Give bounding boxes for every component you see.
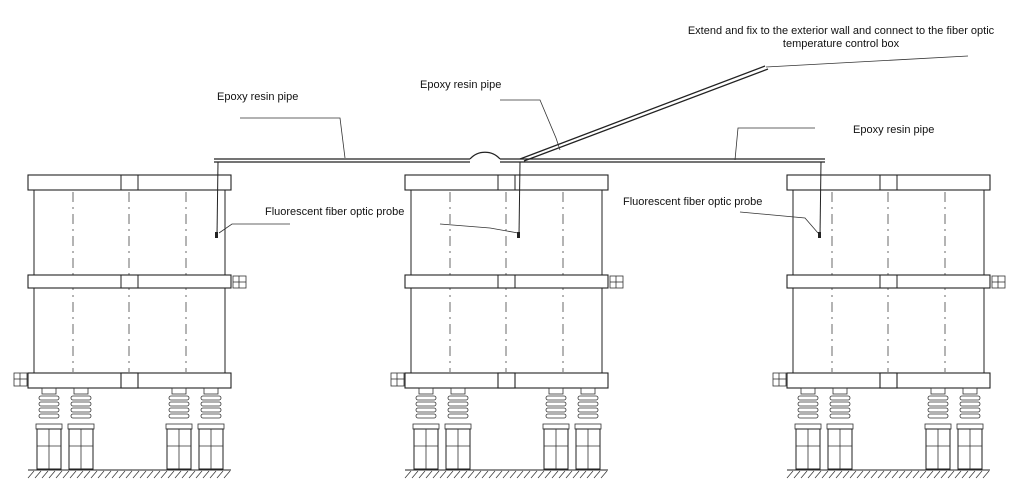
insulator-support (956, 387, 984, 470)
middle-clamp-beam (27, 274, 232, 289)
epoxy-resin-pipe-run (214, 55, 969, 163)
insulator-support (924, 387, 952, 470)
top-clamp-beam (786, 174, 991, 191)
insulator-support (35, 387, 63, 470)
top-clamp-beam (27, 174, 232, 191)
insulator-support (794, 387, 822, 470)
transformer-right (772, 174, 1006, 470)
insulator-support (412, 387, 440, 470)
label-epoxy-pipe-center: Epoxy resin pipe (420, 79, 501, 91)
terminal-block-middle (991, 275, 1006, 289)
transformer-center (390, 174, 624, 470)
terminal-block-bottom (390, 372, 405, 387)
probe-tip-right (818, 232, 821, 238)
insulator-support (542, 387, 570, 470)
label-epoxy-pipe-right: Epoxy resin pipe (853, 124, 934, 136)
route-note-line2: temperature control box (783, 38, 900, 50)
label-probe-right: Fluorescent fiber optic probe (623, 196, 762, 208)
label-route-note: Extend and fix to the exterior wall and … (688, 25, 995, 50)
insulator-support (67, 387, 95, 470)
transformer-left (13, 174, 247, 470)
insulator-support (826, 387, 854, 470)
label-epoxy-pipe-left: Epoxy resin pipe (217, 91, 298, 103)
probe-tip-left (215, 232, 218, 238)
insulator-support (165, 387, 193, 470)
middle-clamp-beam (786, 274, 991, 289)
fiber-optic-drops (215, 161, 822, 238)
insulator-support (444, 387, 472, 470)
middle-clamp-beam (404, 274, 609, 289)
probe-tip-center (517, 232, 520, 238)
top-clamp-beam (404, 174, 609, 191)
ground-hatch (27, 469, 990, 479)
leader-lines (218, 99, 819, 234)
route-note-line1: Extend and fix to the exterior wall and … (688, 25, 995, 37)
terminal-block-middle (609, 275, 624, 289)
label-probe-center: Fluorescent fiber optic probe (265, 206, 404, 218)
insulator-support (197, 387, 225, 470)
terminal-block-bottom (772, 372, 787, 387)
insulator-support (574, 387, 602, 470)
terminal-block-middle (232, 275, 247, 289)
terminal-block-bottom (13, 372, 28, 387)
